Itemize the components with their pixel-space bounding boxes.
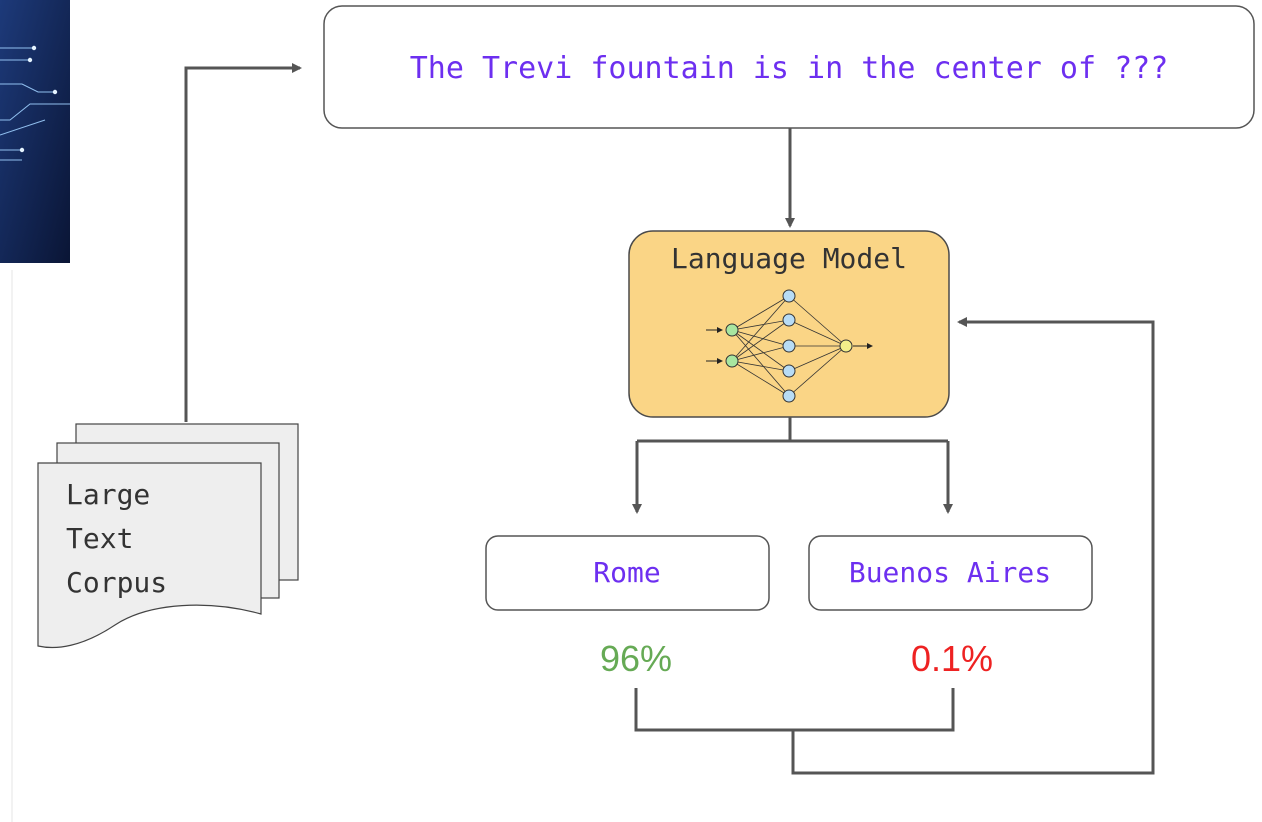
corpus-label-line-3: Corpus [66,566,167,599]
candidate-label-buenos-aires: Buenos Aires [849,556,1051,589]
language-model-label: Language Model [671,242,907,275]
neural-network-icon [706,289,873,403]
candidate-label-rome: Rome [593,556,660,589]
stacked-documents-icon [37,423,299,649]
corpus-label-line-2: Text [66,522,133,555]
probability-rome: 96% [600,638,672,679]
circuit-board-thumbnail [0,0,70,263]
candidate-box-buenos-aires [808,535,1093,611]
probability-merge-bracket [634,688,955,732]
probability-buenos-aires: 0.1% [911,638,993,679]
feedback-loop-arrow [791,317,1155,775]
candidate-box-rome [485,535,770,611]
corpus-label-line-1: Large [66,478,150,511]
prompt-text: The Trevi fountain is in the center of ?… [410,51,1169,86]
corpus-to-prompt-arrow [184,63,302,422]
